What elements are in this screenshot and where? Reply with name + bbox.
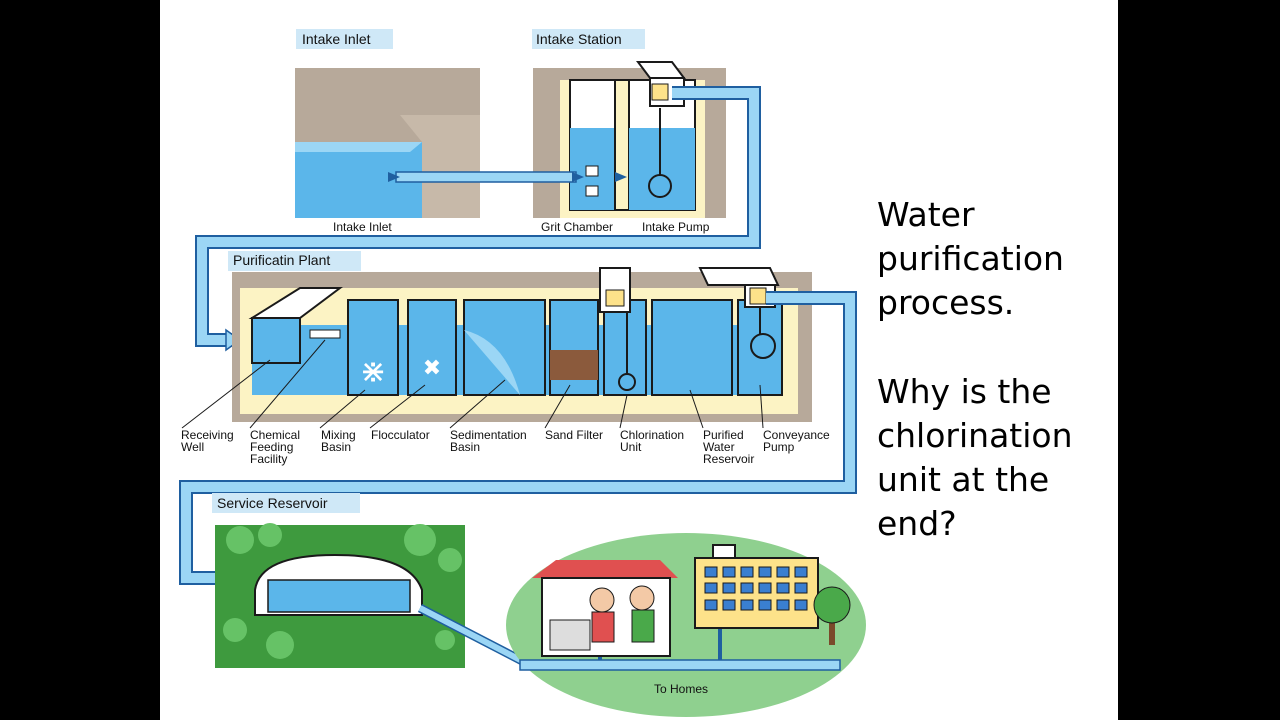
service-reservoir-title-bg	[212, 493, 360, 513]
purification-plant-title-bg	[228, 251, 361, 271]
service-reservoir-title: Service Reservoir	[217, 495, 328, 511]
label-grit-chamber: Grit Chamber	[541, 220, 613, 234]
question-line-3: unit at the	[877, 460, 1050, 499]
label-purified-2: Water	[703, 440, 735, 454]
intake-station-scene	[533, 61, 726, 218]
purification-plant-scene: ⋇ ✖	[232, 267, 812, 422]
title-line-3: process.	[877, 283, 1015, 322]
title-line-2: purification	[877, 239, 1064, 278]
label-to-homes: To Homes	[654, 682, 708, 696]
label-chemical-2: Feeding	[250, 440, 293, 454]
label-sedimentation-1: Sedimentation	[450, 428, 527, 442]
label-chemical-1: Chemical	[250, 428, 300, 442]
intake-inlet-title-bg	[296, 29, 393, 49]
title-line-1: Water	[877, 195, 975, 234]
label-intake-inlet: Intake Inlet	[333, 220, 392, 234]
label-flocculator: Flocculator	[371, 428, 430, 442]
question-line-1: Why is the	[877, 372, 1052, 411]
intake-inlet-scene	[295, 68, 480, 218]
slide-question: Why is the chlorination unit at the end?	[877, 370, 1073, 546]
mixer-icon: ⋇	[360, 352, 387, 390]
label-conveyance-2: Pump	[763, 440, 795, 454]
plant-labels: Receiving Well Chemical Feeding Facility…	[181, 339, 830, 466]
homes-scene	[506, 533, 866, 717]
label-mixing-1: Mixing	[321, 428, 356, 442]
label-receiving-well-2: Well	[181, 440, 204, 454]
label-chlorination-1: Chlorination	[620, 428, 684, 442]
label-conveyance-1: Conveyance	[763, 428, 830, 442]
label-sand-filter: Sand Filter	[545, 428, 603, 442]
label-sedimentation-2: Basin	[450, 440, 480, 454]
label-mixing-2: Basin	[321, 440, 351, 454]
label-receiving-well-1: Receiving	[181, 428, 234, 442]
label-chlorination-2: Unit	[620, 440, 642, 454]
question-line-2: chlorination	[877, 416, 1073, 455]
slide: Intake Inlet Intake Station Intake Inlet…	[160, 0, 1118, 720]
label-intake-pump: Intake Pump	[642, 220, 710, 234]
water-purification-diagram: Intake Inlet Intake Station Intake Inlet…	[179, 29, 866, 717]
flocculator-icon: ✖	[423, 356, 441, 381]
question-line-4: end?	[877, 504, 957, 543]
service-reservoir-scene	[215, 523, 533, 669]
intake-inlet-title: Intake Inlet	[302, 31, 371, 47]
intake-station-title: Intake Station	[536, 31, 622, 47]
label-purified-3: Reservoir	[703, 452, 754, 466]
slide-title: Water purification process.	[877, 193, 1064, 325]
purification-plant-title: Purificatin Plant	[233, 252, 330, 268]
intake-station-title-bg	[532, 29, 645, 49]
label-chemical-3: Facility	[250, 452, 287, 466]
label-purified-1: Purified	[703, 428, 744, 442]
intake-pipe	[388, 171, 627, 183]
